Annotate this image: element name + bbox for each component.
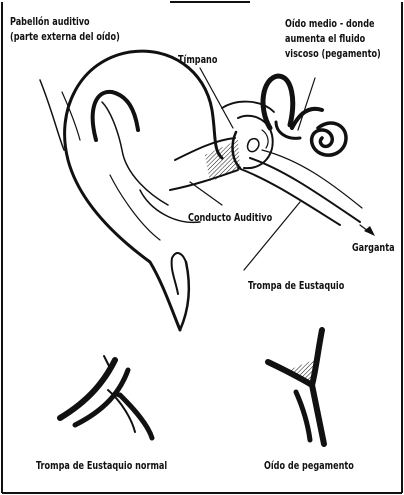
label-middle-ear-line3: viscoso (pegamento) [285,46,381,61]
label-middle-ear-line1: Oído medio - donde [285,16,381,31]
pinna [40,51,222,330]
ear-canal [170,138,240,190]
label-ear-canal: Conducto Auditivo [188,210,272,225]
glue-ear-drawing [268,330,324,444]
cochlea [312,123,346,155]
label-normal-tube: Trompa de Eustaquio normal [36,458,167,473]
label-throat: Garganta [352,240,395,255]
label-middle-ear: Oído medio - donde aumenta el fluido vis… [285,16,381,61]
label-outer-ear: Pabellón auditivo (parte externa del oíd… [10,14,120,44]
label-middle-ear-line2: aumenta el fluido [285,31,381,46]
label-outer-ear-line2: (parte externa del oído) [10,29,120,44]
throat-arrow-icon [364,226,375,236]
normal-tube-drawing [60,356,152,438]
label-eustachian-tube: Trompa de Eustaquio [248,278,344,293]
label-outer-ear-line1: Pabellón auditivo [10,14,120,29]
label-glue-ear: Oído de pegamento [264,458,354,473]
label-eardrum: Tímpano [178,52,217,67]
